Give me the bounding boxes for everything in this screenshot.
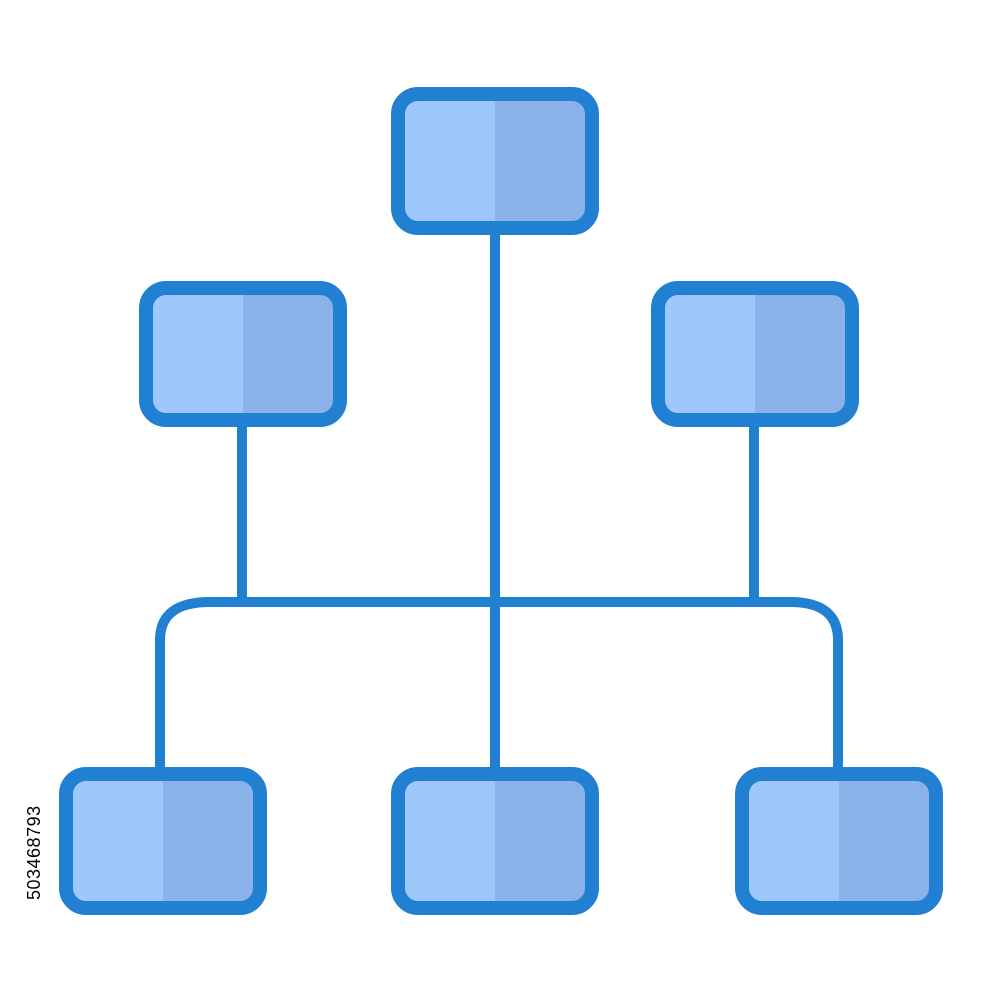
- node-fill-shade: [243, 288, 340, 420]
- stock-image-id: 503468793: [24, 805, 44, 900]
- node-border: [651, 281, 859, 427]
- node-border: [391, 87, 599, 235]
- node-fill-shade: [163, 774, 260, 908]
- node-border: [59, 767, 267, 915]
- node-bottom-left: [59, 767, 267, 915]
- node-middle-left: [139, 281, 347, 427]
- horizontal-bus-connector: [155, 597, 843, 779]
- connectors: [155, 223, 843, 779]
- node-border: [139, 281, 347, 427]
- node-middle-right: [651, 281, 859, 427]
- node-bottom-right: [735, 767, 943, 915]
- node-top: [391, 87, 599, 235]
- node-fill-shade: [495, 774, 592, 908]
- node-fill-shade: [495, 94, 592, 228]
- node-border: [391, 767, 599, 915]
- node-border: [735, 767, 943, 915]
- node-bottom-center: [391, 767, 599, 915]
- node-fill-shade: [755, 288, 852, 420]
- node-fill-shade: [839, 774, 936, 908]
